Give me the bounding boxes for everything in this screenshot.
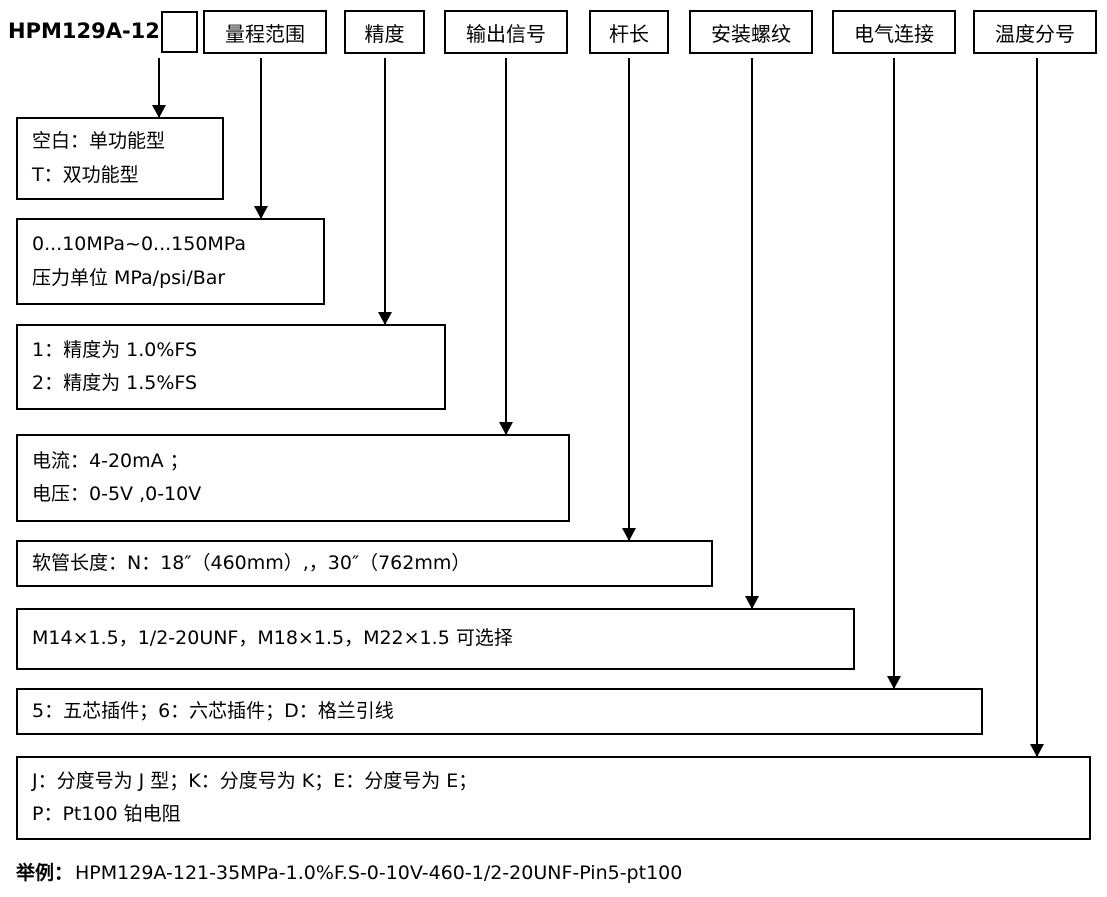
option-box-temperature-code: J：分度号为 J 型；K：分度号为 K；E：分度号为 E； P：Pt100 铂电…: [16, 756, 1091, 840]
option-line: 电流：4-20mA ；: [32, 449, 189, 472]
option-line: M14×1.5，1/2-20UNF，M18×1.5，M22×1.5 可选择: [32, 627, 513, 650]
header-label-output-signal: 输出信号: [466, 21, 546, 46]
option-box-rod-length: 软管长度：N：18″（460mm）,，30″（762mm）: [16, 540, 713, 587]
connector-arrow-range: [260, 58, 262, 218]
header-label-accuracy: 精度: [364, 21, 405, 46]
option-box-range: 0...10MPa~0...150MPa 压力单位 MPa/psi/Bar: [16, 218, 325, 305]
connector-arrow-mounting-thread: [751, 58, 753, 608]
connector-arrow-temperature-code: [1036, 58, 1038, 756]
option-line: P：Pt100 铂电阻: [32, 803, 181, 825]
option-line: 软管长度：N：18″（460mm）,，30″（762mm）: [32, 551, 471, 574]
option-line: 2：精度为 1.5%FS: [32, 372, 198, 394]
example-value: HPM129A-121-35MPa-1.0%F.S-0-10V-460-1/2-…: [75, 862, 683, 884]
example-label: 举例：: [16, 862, 74, 884]
option-box-function-type: 空白：单功能型 T：双功能型: [16, 117, 224, 200]
option-line: 1：精度为 1.0%FS: [32, 338, 198, 361]
option-box-mounting-thread: M14×1.5，1/2-20UNF，M18×1.5，M22×1.5 可选择: [16, 608, 855, 670]
option-line: 压力单位 MPa/psi/Bar: [32, 266, 226, 289]
header-box-rod-length: 杆长: [589, 10, 669, 54]
header-label-electrical-connection: 电气连接: [854, 21, 934, 46]
option-line: 空白：单功能型: [32, 130, 166, 153]
option-box-accuracy: 1：精度为 1.0%FS 2：精度为 1.5%FS: [16, 324, 446, 410]
header-label-temperature-code: 温度分号: [995, 21, 1075, 46]
connector-arrow-function-type: [158, 58, 160, 117]
header-label-rod-length: 杆长: [609, 21, 649, 46]
option-box-electrical-connection: 5：五芯插件；6：六芯插件；D：格兰引线: [16, 688, 983, 735]
variant-placeholder-box: [161, 11, 198, 53]
example-row: 举例： HPM129A-121-35MPa-1.0%F.S-0-10V-460-…: [16, 858, 682, 885]
model-code: HPM129A-121: [8, 19, 175, 43]
option-line: 5：五芯插件；6：六芯插件；D：格兰引线: [32, 699, 394, 722]
connector-arrow-output-signal: [505, 58, 507, 434]
option-line: 0...10MPa~0...150MPa: [32, 233, 247, 256]
header-label-range: 量程范围: [225, 21, 305, 46]
header-box-accuracy: 精度: [344, 10, 425, 54]
option-line: T：双功能型: [32, 163, 139, 186]
option-box-output-signal: 电流：4-20mA ； 电压：0-5V ,0-10V: [16, 434, 570, 522]
header-box-output-signal: 输出信号: [444, 10, 568, 54]
connector-arrow-rod-length: [628, 58, 630, 540]
option-line: 电压：0-5V ,0-10V: [32, 483, 202, 505]
header-box-mounting-thread: 安装螺纹: [689, 10, 813, 54]
connector-arrow-accuracy: [384, 58, 386, 324]
connector-arrow-electrical-connection: [893, 58, 895, 688]
option-line: J：分度号为 J 型；K：分度号为 K；E：分度号为 E；: [32, 769, 478, 792]
header-box-electrical-connection: 电气连接: [832, 10, 956, 54]
header-label-mounting-thread: 安装螺纹: [711, 21, 791, 46]
header-box-temperature-code: 温度分号: [973, 10, 1097, 54]
header-box-range: 量程范围: [203, 10, 327, 54]
